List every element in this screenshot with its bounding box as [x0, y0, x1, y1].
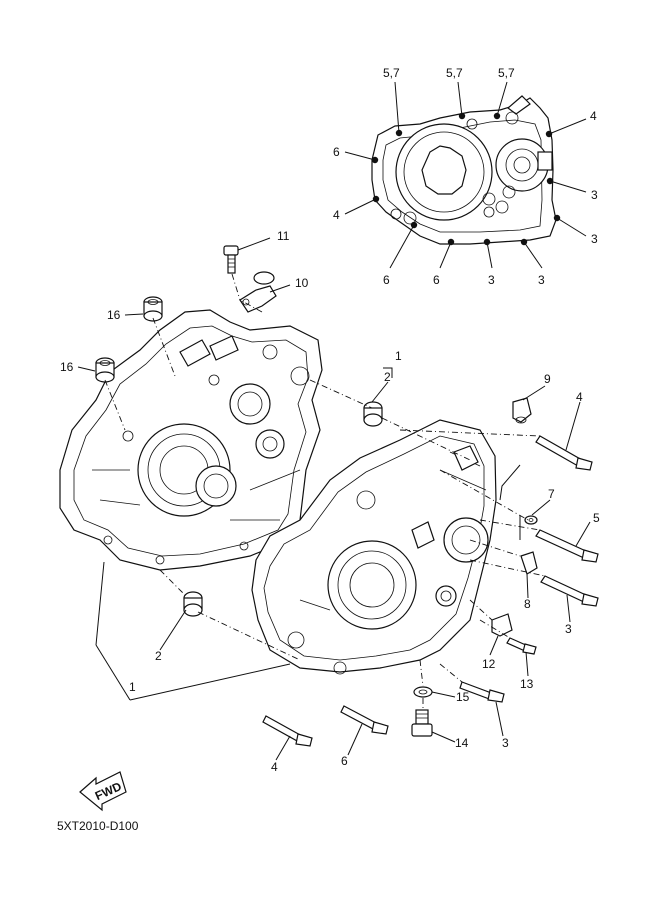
bolt-3-bottom [459, 681, 505, 703]
callout-11: 11 [277, 229, 290, 243]
callout-labels: 5,7 5,7 5,7 4 6 3 4 3 6 6 3 3 11 10 16 1… [60, 66, 600, 774]
callout-2-top: 2 [384, 370, 391, 384]
dowel-pin-bottom [183, 591, 203, 617]
callout-14: 14 [455, 736, 469, 750]
clamp-12 [491, 613, 513, 637]
drain-plug-14 [411, 709, 433, 737]
left-crankcase-half [59, 309, 323, 571]
dowel-pin-top [363, 401, 383, 427]
callout-3-a: 3 [591, 188, 598, 202]
callout-6-b: 6 [383, 273, 390, 287]
washer-7 [524, 515, 538, 525]
callout-3-d: 3 [538, 273, 545, 287]
breather-9 [512, 397, 532, 424]
callout-13: 13 [520, 677, 534, 691]
callout-10: 10 [295, 276, 309, 290]
callout-5-7-c: 5,7 [498, 66, 515, 80]
callout-4-b: 4 [333, 208, 340, 222]
callout-6-d: 6 [341, 754, 348, 768]
callout-3-b: 3 [591, 232, 598, 246]
bolt-11 [223, 245, 239, 274]
collar-16-lower [95, 357, 115, 383]
callout-6-c: 6 [433, 273, 440, 287]
callout-1-bottom: 1 [129, 680, 136, 694]
callout-5-7-a: 5,7 [383, 66, 400, 80]
callout-16-a: 16 [107, 308, 121, 322]
assembly-lines [104, 273, 546, 710]
bracket-10 [239, 271, 277, 313]
fwd-direction-icon: FWD [79, 771, 127, 812]
callout-12: 12 [482, 657, 496, 671]
callout-3-c: 3 [488, 273, 495, 287]
crankcase-face-view [344, 81, 587, 269]
callout-4-a: 4 [590, 109, 597, 123]
callout-5: 5 [593, 511, 600, 525]
bolt-4-bottom [262, 715, 313, 747]
diagram-code: 5XT2010-D100 [57, 819, 139, 833]
callout-3-f: 3 [502, 736, 509, 750]
bolt-6-bottom [340, 705, 389, 735]
callout-6-a: 6 [333, 145, 340, 159]
callout-4-c: 4 [576, 390, 583, 404]
clamp-8 [520, 551, 538, 575]
callout-2-bottom: 2 [155, 649, 162, 663]
callout-7: 7 [548, 487, 555, 501]
callout-3-e: 3 [565, 622, 572, 636]
callout-16-b: 16 [60, 360, 74, 374]
callout-9: 9 [544, 372, 551, 386]
collar-16-upper [143, 296, 163, 322]
bolt-5 [535, 529, 599, 563]
right-crankcase-half [251, 419, 497, 675]
callout-5-7-b: 5,7 [446, 66, 463, 80]
callout-1-top: 1 [395, 349, 402, 363]
callout-15: 15 [456, 690, 470, 704]
callout-8: 8 [524, 597, 531, 611]
bolt-3-right [540, 575, 599, 607]
leader-lines [77, 237, 591, 761]
bolt-13 [506, 637, 537, 655]
bolt-4-right [535, 435, 593, 471]
callout-4-d: 4 [271, 760, 278, 774]
washer-15 [413, 686, 433, 698]
